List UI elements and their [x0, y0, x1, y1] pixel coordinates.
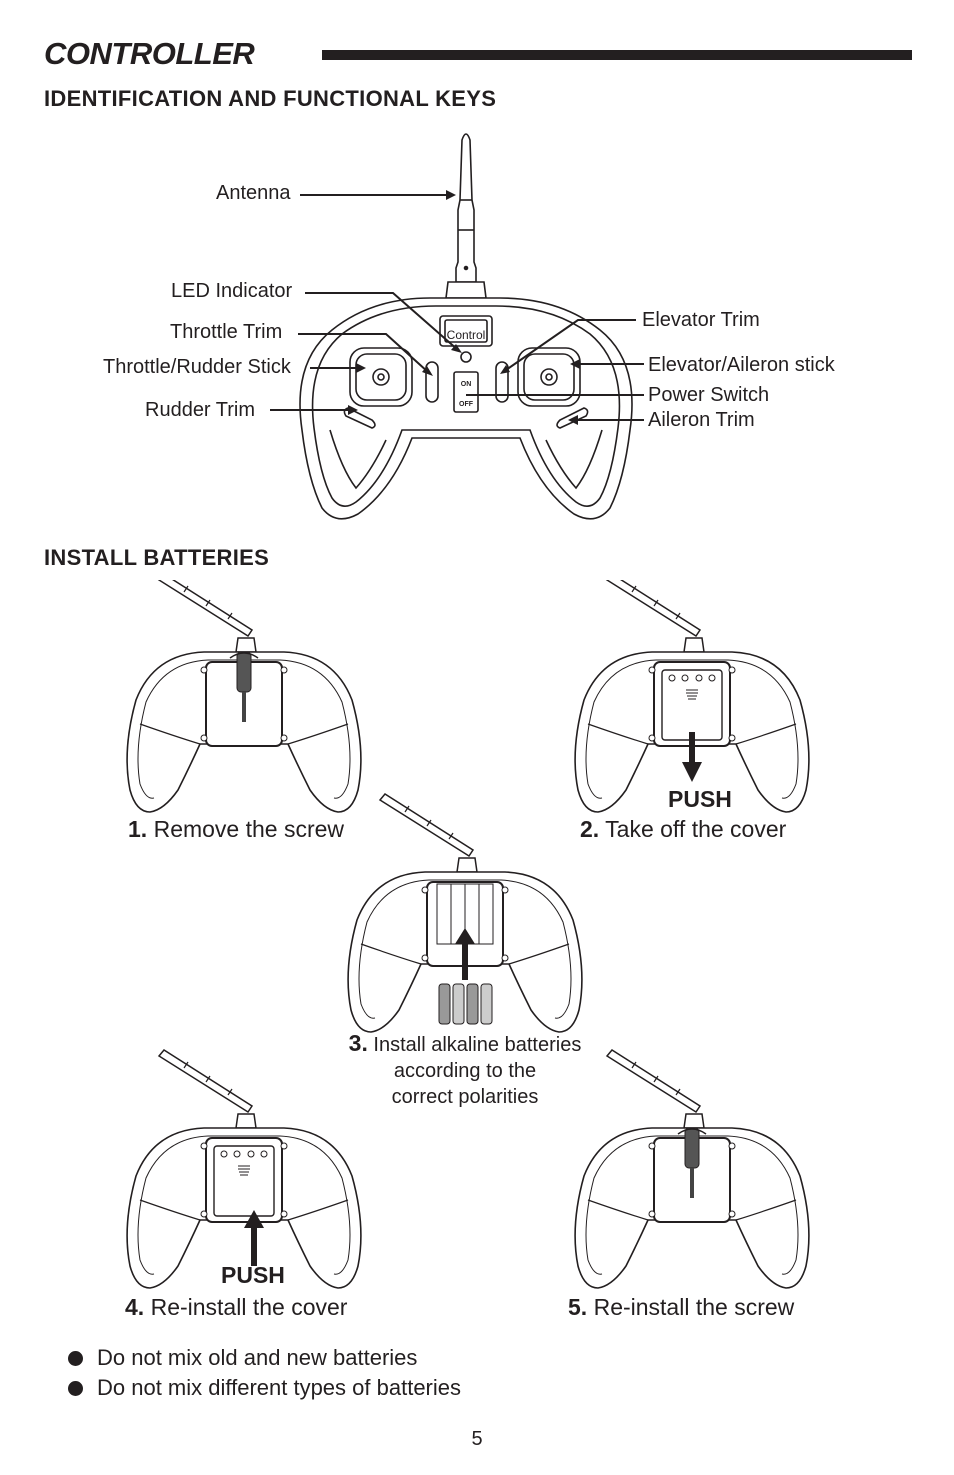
label-elevator-aileron-stick: Elevator/Aileron stick — [648, 354, 835, 376]
controller-diagram: Control ON OFF — [270, 133, 644, 520]
page-title: CONTROLLER — [44, 36, 255, 71]
label-aileron-trim: Aileron Trim — [648, 409, 755, 431]
section-heading-install-batteries: INSTALL BATTERIES — [44, 545, 270, 570]
step-3-line-2: according to the — [393, 1060, 537, 1082]
logo-text: Control — [447, 328, 486, 342]
step-4-text: Re-install the cover — [150, 1294, 348, 1320]
push-label-step-2: PUSH — [668, 786, 732, 812]
label-throttle-trim: Throttle Trim — [170, 321, 283, 343]
step-4-number: 4. — [125, 1294, 145, 1320]
warning-item: Do not mix old and new batteries — [68, 1343, 461, 1373]
step-2-text: Take off the cover — [605, 816, 787, 842]
leader-led — [305, 292, 459, 351]
step-2-caption: 2. Take off the cover — [580, 816, 786, 843]
label-elevator-trim: Elevator Trim — [642, 309, 760, 331]
switch-off-text: OFF — [459, 401, 474, 408]
antenna-shape — [455, 133, 477, 283]
bullet-dot-icon — [68, 1350, 83, 1366]
step-5-text: Re-install the screw — [593, 1294, 795, 1320]
warning-text: Do not mix old and new batteries — [97, 1345, 418, 1370]
label-throttle-rudder-stick: Throttle/Rudder Stick — [103, 356, 291, 378]
leader-elevator-trim — [505, 319, 636, 371]
warning-item: Do not mix different types of batteries — [68, 1373, 461, 1403]
leader-throttle-trim — [298, 333, 429, 373]
step-3-number: 3. — [348, 1030, 368, 1056]
warning-text: Do not mix different types of batteries — [97, 1375, 461, 1400]
step-1-text: Remove the screw — [153, 816, 345, 842]
label-rudder-trim: Rudder Trim — [145, 399, 256, 421]
label-led-indicator: LED Indicator — [171, 280, 293, 302]
step-4-caption: 4. Re-install the cover — [125, 1294, 347, 1321]
step-3-line-1: Install alkaline batteries — [373, 1034, 582, 1056]
bullet-dot-icon — [68, 1380, 83, 1396]
section-heading-identification: IDENTIFICATION AND FUNCTIONAL KEYS — [44, 86, 497, 111]
push-label-step-4: PUSH — [221, 1262, 285, 1288]
step-2-number: 2. — [580, 816, 600, 842]
battery-steps-illustration — [126, 580, 810, 1289]
step-3-line-3: correct polarities — [391, 1086, 539, 1108]
step-1-number: 1. — [128, 816, 148, 842]
switch-on-text: ON — [461, 381, 472, 388]
step-5-caption: 5. Re-install the screw — [568, 1294, 794, 1321]
page-number: 5 — [471, 1428, 483, 1450]
step-5-number: 5. — [568, 1294, 588, 1320]
label-antenna: Antenna — [216, 182, 291, 204]
step-1-caption: 1. Remove the screw — [128, 816, 344, 843]
label-power-switch: Power Switch — [648, 384, 770, 406]
title-rule — [322, 50, 912, 60]
warnings-list: Do not mix old and new batteries Do not … — [68, 1343, 461, 1403]
step-3-caption: 3. Install alkaline batteries according … — [315, 1030, 615, 1110]
